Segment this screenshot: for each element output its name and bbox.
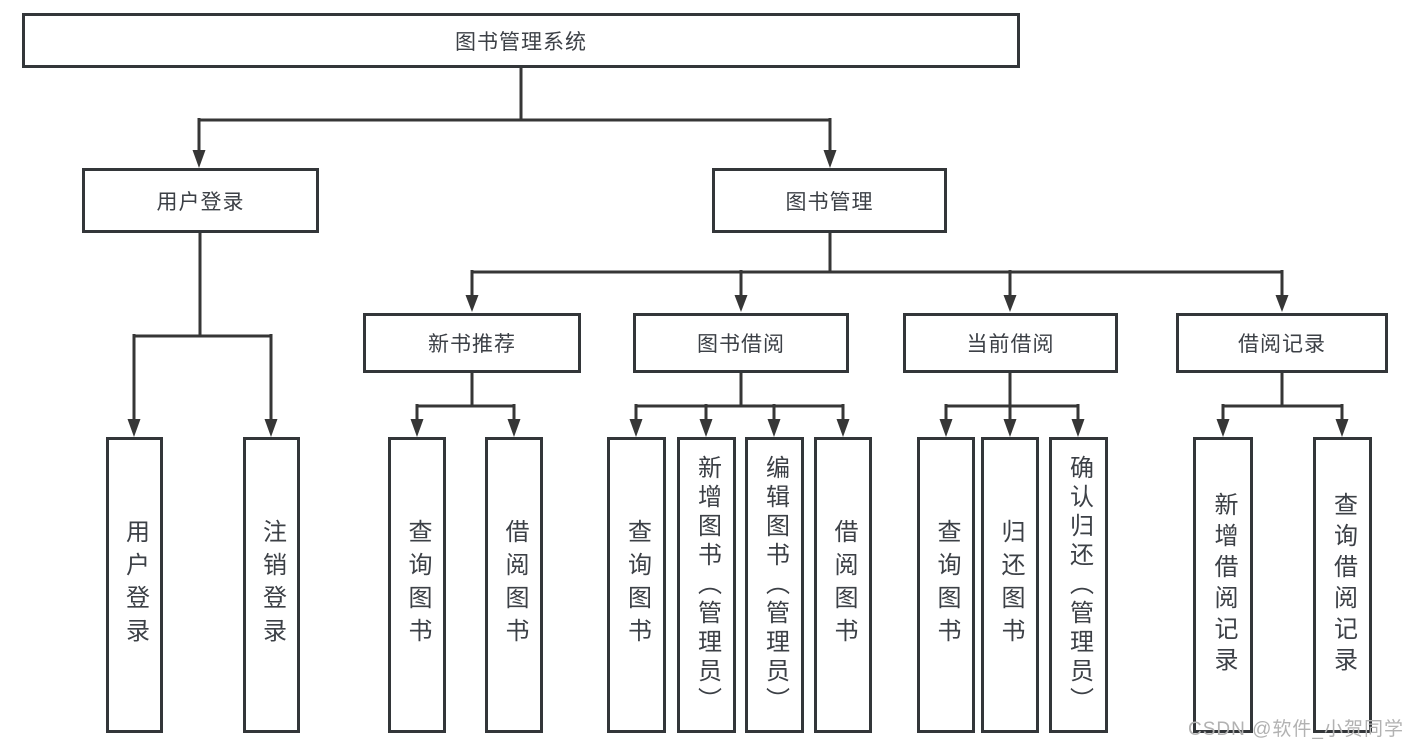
- leaf-cb-confirm-return-admin-label: 确认归还（管理员）: [1065, 454, 1093, 716]
- leaf-cb-query-book: 查询图书: [917, 437, 975, 733]
- csdn-watermark: CSDN @软件_小贺同学: [1188, 719, 1404, 740]
- node-borrow-records: 借阅记录: [1176, 313, 1388, 373]
- node-book-borrow: 图书借阅: [633, 313, 849, 373]
- node-user-login: 用户登录: [82, 168, 319, 233]
- leaf-nbr-query-book: 查询图书: [388, 437, 446, 733]
- node-root: 图书管理系统: [22, 13, 1020, 68]
- node-borrow-records-label: 借阅记录: [1238, 333, 1326, 356]
- leaf-bb-query-book: 查询图书: [607, 437, 666, 733]
- leaf-bb-borrow-book: 借阅图书: [814, 437, 872, 733]
- leaf-bb-add-book-admin: 新增图书（管理员）: [677, 437, 736, 733]
- leaf-br-add-record: 新增借阅记录: [1193, 437, 1253, 733]
- node-new-book-recommend-label: 新书推荐: [428, 333, 516, 356]
- leaf-cb-return-book: 归还图书: [981, 437, 1039, 733]
- leaf-logout-label: 注销登录: [258, 519, 286, 651]
- leaf-bb-borrow-book-label: 借阅图书: [830, 519, 857, 651]
- leaf-br-query-record-label: 查询借阅记录: [1329, 492, 1357, 678]
- leaf-bb-edit-book-admin: 编辑图书（管理员）: [745, 437, 804, 733]
- leaf-nbr-borrow-book-label: 借阅图书: [501, 519, 528, 651]
- node-root-label: 图书管理系统: [455, 30, 587, 54]
- node-user-login-label: 用户登录: [156, 190, 245, 214]
- node-book-borrow-label: 图书借阅: [697, 333, 785, 356]
- node-current-borrow-label: 当前借阅: [966, 333, 1055, 356]
- leaf-user-login-label: 用户登录: [121, 519, 149, 651]
- node-book-management: 图书管理: [712, 168, 947, 233]
- leaf-cb-return-book-label: 归还图书: [997, 519, 1024, 651]
- leaf-nbr-borrow-book: 借阅图书: [485, 437, 543, 733]
- node-new-book-recommend: 新书推荐: [363, 313, 581, 373]
- leaf-bb-edit-book-admin-label: 编辑图书（管理员）: [761, 454, 789, 716]
- leaf-bb-add-book-admin-label: 新增图书（管理员）: [693, 454, 721, 716]
- leaf-user-login: 用户登录: [106, 437, 163, 733]
- leaf-logout: 注销登录: [243, 437, 300, 733]
- leaf-bb-query-book-label: 查询图书: [623, 519, 651, 651]
- leaf-nbr-query-book-label: 查询图书: [404, 519, 431, 651]
- node-book-management-label: 图书管理: [785, 190, 874, 214]
- leaf-br-add-record-label: 新增借阅记录: [1210, 492, 1237, 678]
- node-current-borrow: 当前借阅: [903, 313, 1118, 373]
- leaf-cb-confirm-return-admin: 确认归还（管理员）: [1049, 437, 1108, 733]
- leaf-br-query-record: 查询借阅记录: [1313, 437, 1372, 733]
- leaf-cb-query-book-label: 查询图书: [933, 519, 960, 651]
